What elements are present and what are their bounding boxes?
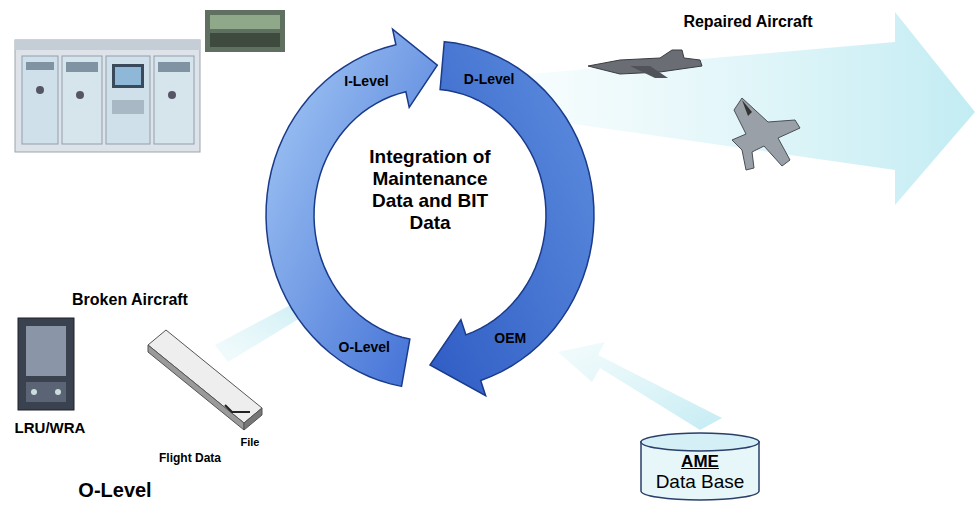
jet-side bbox=[588, 50, 702, 78]
level-label: OEM bbox=[494, 330, 526, 346]
db-name: Data Base bbox=[640, 471, 760, 492]
jet-top bbox=[732, 98, 800, 170]
level-label: O-Level bbox=[78, 479, 151, 502]
flight-data-file bbox=[148, 330, 262, 430]
flow-arrow bbox=[558, 342, 722, 430]
cycle-arrows bbox=[266, 29, 594, 396]
test-station bbox=[15, 10, 285, 152]
level-label: O-Level bbox=[339, 339, 390, 355]
part-label: LRU/WRA bbox=[15, 419, 86, 436]
title-label: Repaired Aircraft bbox=[683, 13, 812, 31]
part-label: File bbox=[241, 436, 260, 449]
db-title: AME bbox=[640, 452, 760, 471]
center-label: Integration of Maintenance Data and BIT … bbox=[355, 146, 505, 233]
level-label: I-Level bbox=[344, 73, 388, 89]
cycle-arrow bbox=[430, 42, 594, 396]
state-label: Broken Aircraft bbox=[72, 291, 188, 309]
database-cylinder: AMEData Base bbox=[640, 432, 760, 500]
level-label: D-Level bbox=[464, 71, 515, 87]
part-label: Flight Data bbox=[159, 452, 221, 466]
lru-box bbox=[18, 318, 74, 410]
